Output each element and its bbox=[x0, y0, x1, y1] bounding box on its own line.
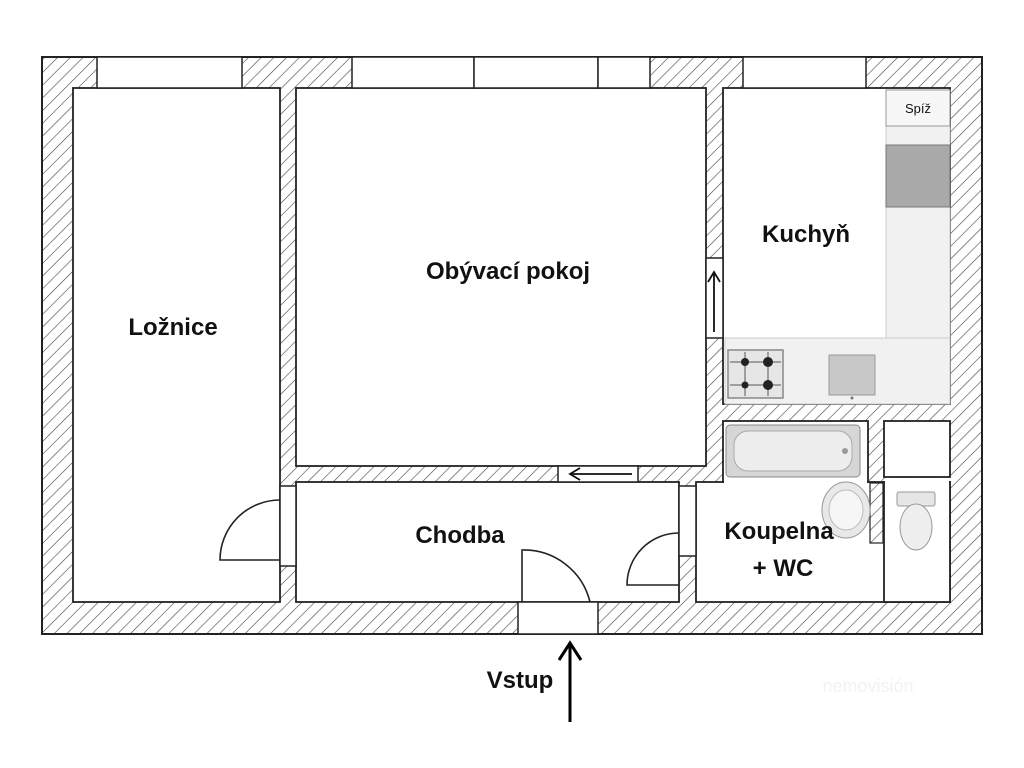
stove-icon bbox=[727, 349, 784, 399]
window-obyvaci-2 bbox=[473, 56, 599, 89]
door-koupelna bbox=[626, 532, 680, 586]
label-chodba: Chodba bbox=[415, 522, 505, 549]
sink bbox=[828, 354, 876, 396]
window-obyvaci-3 bbox=[597, 56, 651, 89]
room-chodba bbox=[295, 481, 680, 603]
sliding-arrows bbox=[568, 270, 721, 481]
window-loznice bbox=[96, 56, 243, 89]
watermark: nemovisión bbox=[822, 676, 913, 696]
room-labels: Ložnice Obývací pokoj Kuchyň Chodba Koup… bbox=[128, 221, 850, 582]
pantry-label: Spíž bbox=[905, 101, 931, 116]
door-chodba-entrance bbox=[521, 549, 591, 603]
door-loznice bbox=[219, 499, 281, 561]
pantry: Spíž bbox=[885, 89, 951, 127]
room-loznice bbox=[72, 87, 281, 603]
window-obyvaci-1 bbox=[351, 56, 475, 89]
bathtub-icon bbox=[725, 424, 861, 478]
room-wc-nook bbox=[883, 420, 951, 478]
label-koupelna-line1: Koupelna bbox=[724, 518, 834, 545]
label-obyvaci-pokoj: Obývací pokoj bbox=[426, 258, 590, 285]
entrance-label: Vstup bbox=[487, 667, 554, 694]
label-kuchyn: Kuchyň bbox=[762, 221, 850, 248]
entrance: Vstup bbox=[487, 640, 583, 722]
door-swings bbox=[219, 499, 680, 603]
windows bbox=[96, 56, 867, 635]
label-loznice: Ložnice bbox=[128, 314, 217, 341]
kitchen-counter bbox=[724, 124, 951, 405]
label-koupelna-line2: + WC bbox=[753, 555, 814, 582]
window-kuchyn bbox=[742, 56, 867, 89]
entrance-opening bbox=[517, 601, 599, 635]
toilet-icon bbox=[896, 491, 936, 551]
washbasin-icon bbox=[821, 481, 871, 539]
